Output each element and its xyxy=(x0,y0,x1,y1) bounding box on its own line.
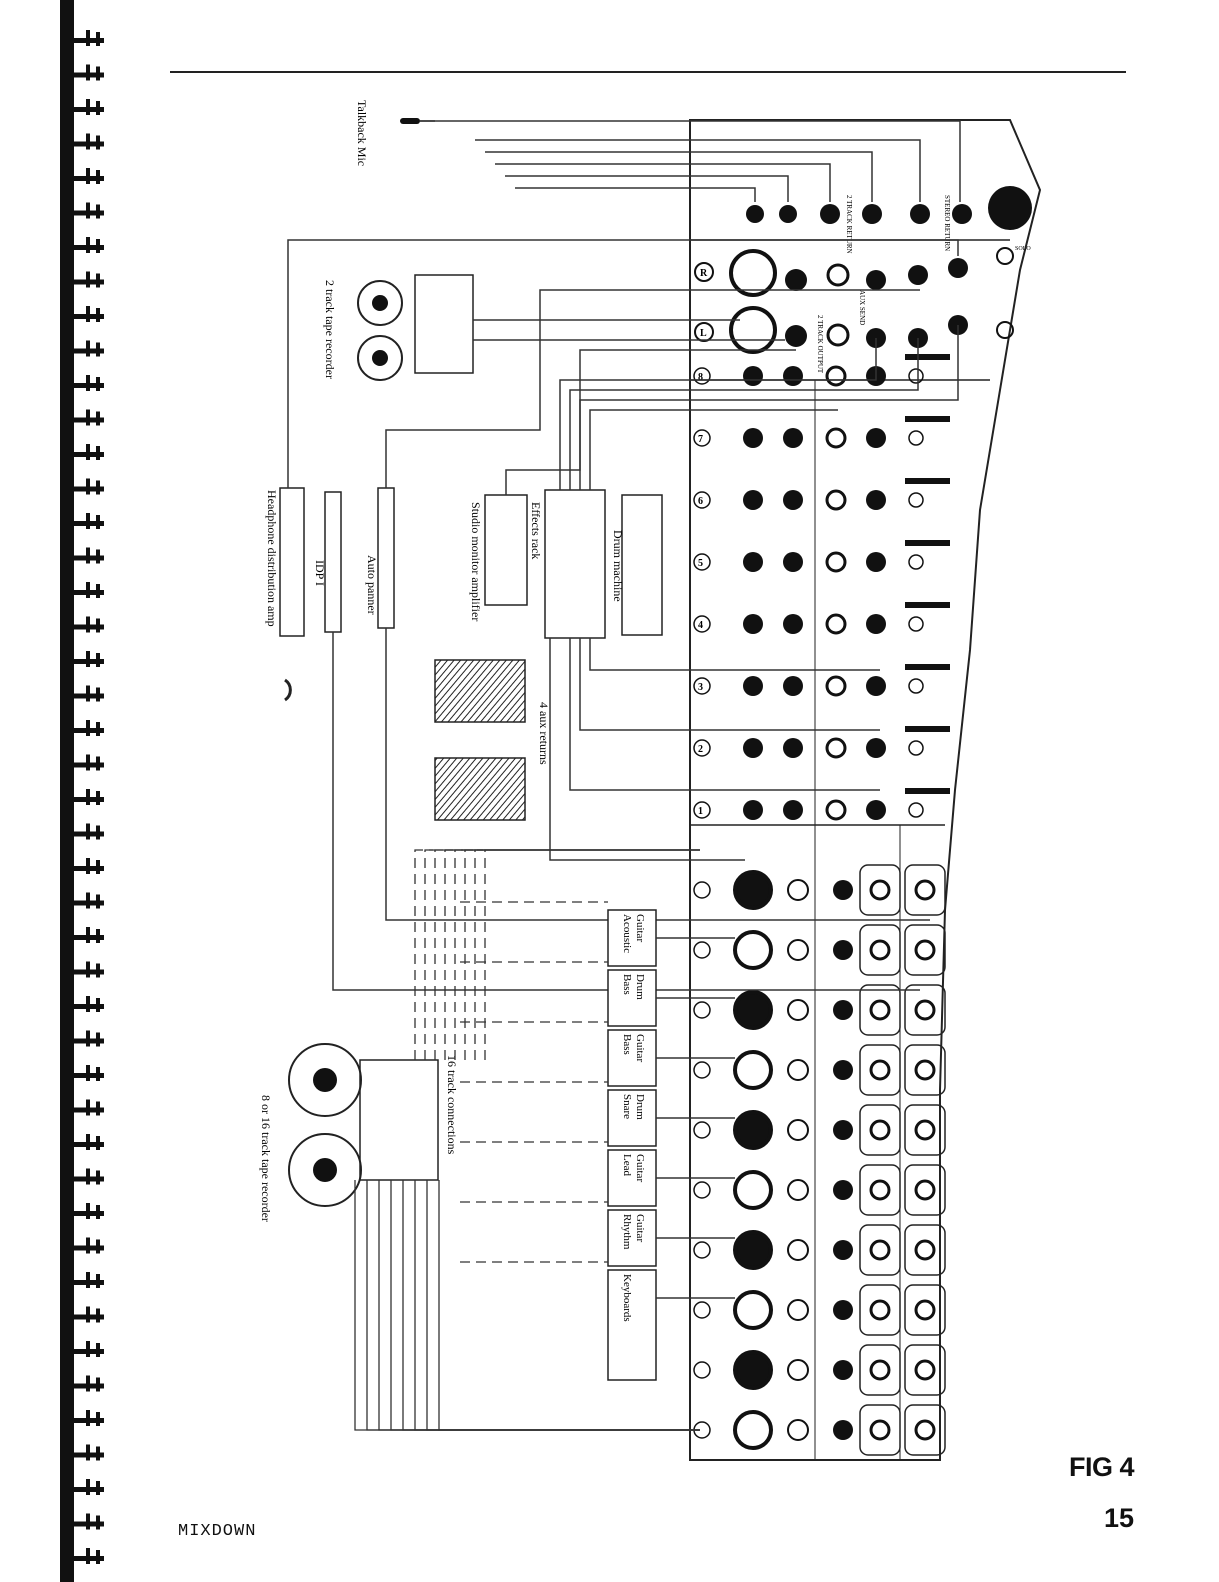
talkback-label: Talkback Mic xyxy=(355,100,369,166)
footer-chapter: MIXDOWN xyxy=(178,1522,256,1541)
header-rule xyxy=(170,71,1126,73)
studio-monitor-label: Studio monitor amplifier xyxy=(469,502,483,621)
svg-text:Snare: Snare xyxy=(621,1094,633,1119)
spiral-binding xyxy=(0,0,110,1582)
svg-text:Acoustic: Acoustic xyxy=(621,914,633,953)
multitrack-label: 8 or 16 track tape recorder xyxy=(259,1095,273,1222)
xlr-right-output xyxy=(731,251,775,295)
tape-track-line xyxy=(475,850,700,1060)
tape-track-line xyxy=(485,850,700,1060)
group-number: 7 xyxy=(698,434,703,445)
two-track-return-label: 2 TRACK RETURN xyxy=(845,195,853,254)
left-marker: L xyxy=(700,328,707,339)
talkback-mic: Talkback Mic xyxy=(355,100,435,166)
headphone-amp-label: Headphone distribution amp xyxy=(265,490,279,627)
input-channel-strip xyxy=(694,1105,945,1155)
tape-track-line xyxy=(425,850,700,1060)
group-number: 5 xyxy=(698,558,703,569)
group-channel-strip: 4 xyxy=(694,602,950,634)
outboard-gear: Headphone distribution amp IDP I Auto pa… xyxy=(265,488,662,820)
group-number: 1 xyxy=(698,806,703,817)
idp-label: IDP I xyxy=(313,560,327,586)
input-channel-strip xyxy=(694,925,945,975)
group-channel-strip: 7 xyxy=(694,416,950,448)
group-number: 4 xyxy=(698,620,703,631)
master-section: STEREO RETURN 2 TRACK RETURN AUX SEND 2 … xyxy=(695,186,1032,374)
input-channel-strip xyxy=(694,1225,945,1275)
xlr-left-output xyxy=(731,308,775,352)
stereo-return-label: STEREO RETURN xyxy=(943,195,951,251)
svg-text:Rhythm: Rhythm xyxy=(621,1214,633,1250)
effects-rack-box xyxy=(545,490,605,638)
svg-text:Drum: Drum xyxy=(634,1094,646,1120)
group-channel-strip: 3 xyxy=(694,664,950,696)
studio-monitor-box xyxy=(485,495,527,605)
input-channel-strip xyxy=(694,1045,945,1095)
svg-text:Guitar: Guitar xyxy=(634,1154,646,1182)
right-marker: R xyxy=(700,268,708,279)
effects-rack-label: Effects rack xyxy=(529,502,543,559)
svg-text:Guitar: Guitar xyxy=(634,1034,646,1062)
two-track-recorder: 2 track tape recorder xyxy=(323,275,473,380)
svg-text:Bass: Bass xyxy=(621,974,633,995)
input-channel-strip xyxy=(694,985,945,1035)
auto-panner-box xyxy=(378,488,394,628)
group-channel-strip: 2 xyxy=(694,726,950,758)
tape-track-line xyxy=(455,850,700,1060)
two-track-label: 2 track tape recorder xyxy=(323,280,337,379)
two-track-output-label: 2 TRACK OUTPUT xyxy=(816,315,824,374)
tape-track-line xyxy=(415,850,700,1060)
tape-track-line xyxy=(465,850,700,1060)
input-channel-strip xyxy=(694,1345,945,1395)
group-number: 8 xyxy=(698,372,703,383)
auto-panner-label: Auto panner xyxy=(365,555,379,615)
talkback-knob xyxy=(988,186,1032,230)
group-number: 2 xyxy=(698,744,703,755)
svg-text:Drum: Drum xyxy=(634,974,646,1000)
input-channel-strip xyxy=(694,1165,945,1215)
aux-send-label: AUX SEND xyxy=(858,290,866,325)
tape-track-line xyxy=(445,850,700,1060)
drum-machine-box xyxy=(622,495,662,635)
mixdown-diagram: 1 2 3 4 5 6 7 8 STEREO RETURN 2 TRACK RETURN AU… xyxy=(240,90,1060,1470)
svg-text:Guitar: Guitar xyxy=(634,1214,646,1242)
input-channel-strip xyxy=(694,1285,945,1335)
source-box: Keyboards xyxy=(460,1262,735,1380)
aux-returns-label: 4 aux returns xyxy=(537,702,551,765)
track-connections-label: 16 track connections xyxy=(445,1055,459,1155)
monitor-speaker-1 xyxy=(435,660,525,722)
page-number: 15 xyxy=(1104,1503,1134,1534)
tape-track-line xyxy=(439,1180,700,1430)
input-channel-strip xyxy=(694,1405,945,1455)
solo-label: SOLO xyxy=(1015,246,1031,252)
group-channel-strip: 5 xyxy=(694,540,950,572)
input-channel-strip xyxy=(694,865,945,915)
group-channel-strip: 6 xyxy=(694,478,950,510)
svg-text:Lead: Lead xyxy=(621,1154,633,1176)
svg-text:Keyboards: Keyboards xyxy=(621,1274,633,1322)
headphone-amp-box xyxy=(280,488,304,636)
svg-text:Guitar: Guitar xyxy=(634,914,646,942)
tape-track-line xyxy=(415,1180,700,1430)
group-number: 3 xyxy=(698,682,703,693)
drum-machine-label: Drum machine xyxy=(611,530,625,602)
svg-text:Bass: Bass xyxy=(621,1034,633,1055)
monitor-speaker-2 xyxy=(435,758,525,820)
group-number: 6 xyxy=(698,496,703,507)
tape-track-line xyxy=(427,1180,700,1430)
group-channel-strip: 1 xyxy=(694,788,950,820)
figure-label: FIG 4 xyxy=(1069,1452,1134,1483)
